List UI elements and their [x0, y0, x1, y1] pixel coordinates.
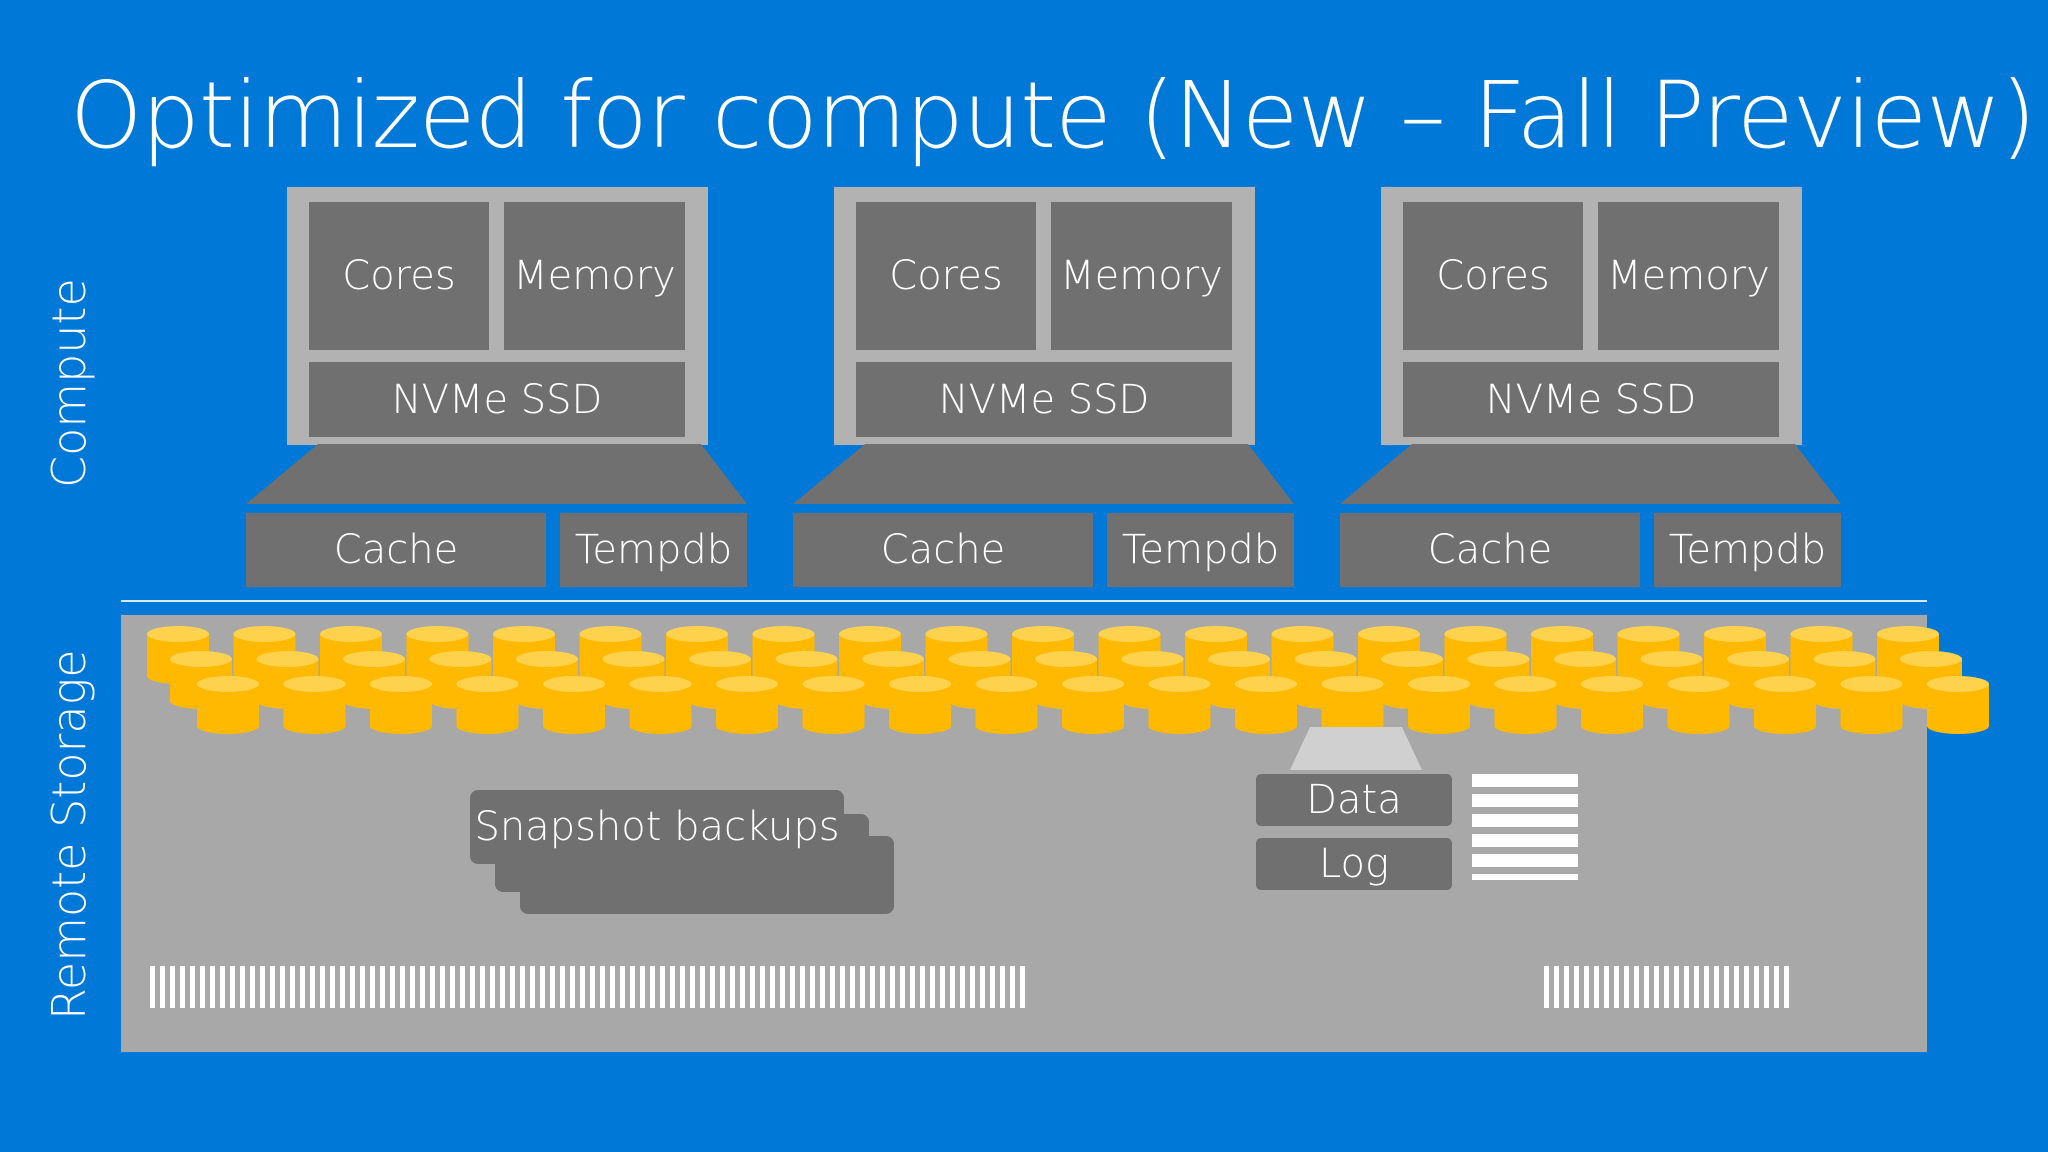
disk-cylinder [629, 676, 692, 734]
disk-cylinder [197, 676, 259, 734]
disk-cylinder [1062, 676, 1124, 734]
nvme-ssd-box: NVMe SSD [856, 362, 1232, 437]
disk-cylinder [1840, 676, 1903, 734]
cache-box: Cache [1340, 513, 1640, 587]
memory-box: Memory [1051, 202, 1232, 350]
disk-cylinder [802, 676, 865, 734]
storage-tick-bar-right [1544, 966, 1792, 1008]
disk-cylinder [889, 676, 951, 734]
disk-cylinder [1321, 676, 1384, 734]
tempdb-box: Tempdb [1654, 513, 1841, 587]
storage-tick-bar-left [150, 966, 1028, 1008]
slide-title: Optimized for compute (New – Fall Previe… [70, 62, 2036, 169]
memory-box: Memory [1598, 202, 1779, 350]
nvme-ssd-box: NVMe SSD [1403, 362, 1779, 437]
disk-cylinder [456, 676, 519, 734]
cores-box: Cores [856, 202, 1036, 350]
cores-box: Cores [1403, 202, 1583, 350]
disk-cylinder [1581, 676, 1643, 734]
tempdb-box: Tempdb [1107, 513, 1294, 587]
cores-box: Cores [309, 202, 489, 350]
disk-cylinder [283, 676, 346, 734]
disk-cylinder [716, 676, 778, 734]
disk-cylinder [1667, 676, 1730, 734]
memory-box: Memory [504, 202, 685, 350]
disk-cylinder [1235, 676, 1297, 734]
disk-cylinder [370, 676, 432, 734]
log-stack-lines [1472, 774, 1578, 880]
disk-cylinder [1927, 676, 1989, 734]
disk-cylinder [543, 676, 605, 734]
disk-cylinder [1148, 676, 1211, 734]
snapshot-backups-box: Snapshot backups [470, 790, 844, 864]
disk-cylinder [975, 676, 1038, 734]
log-box: Log [1256, 838, 1452, 890]
cache-box: Cache [246, 513, 546, 587]
data-box: Data [1256, 774, 1452, 826]
disk-cylinder [1754, 676, 1816, 734]
disk-cylinder [1408, 676, 1470, 734]
disk-cylinder [1494, 676, 1557, 734]
nvme-ssd-box: NVMe SSD [309, 362, 685, 437]
cache-box: Cache [793, 513, 1093, 587]
tempdb-box: Tempdb [560, 513, 747, 587]
compute-storage-divider [121, 600, 1927, 602]
